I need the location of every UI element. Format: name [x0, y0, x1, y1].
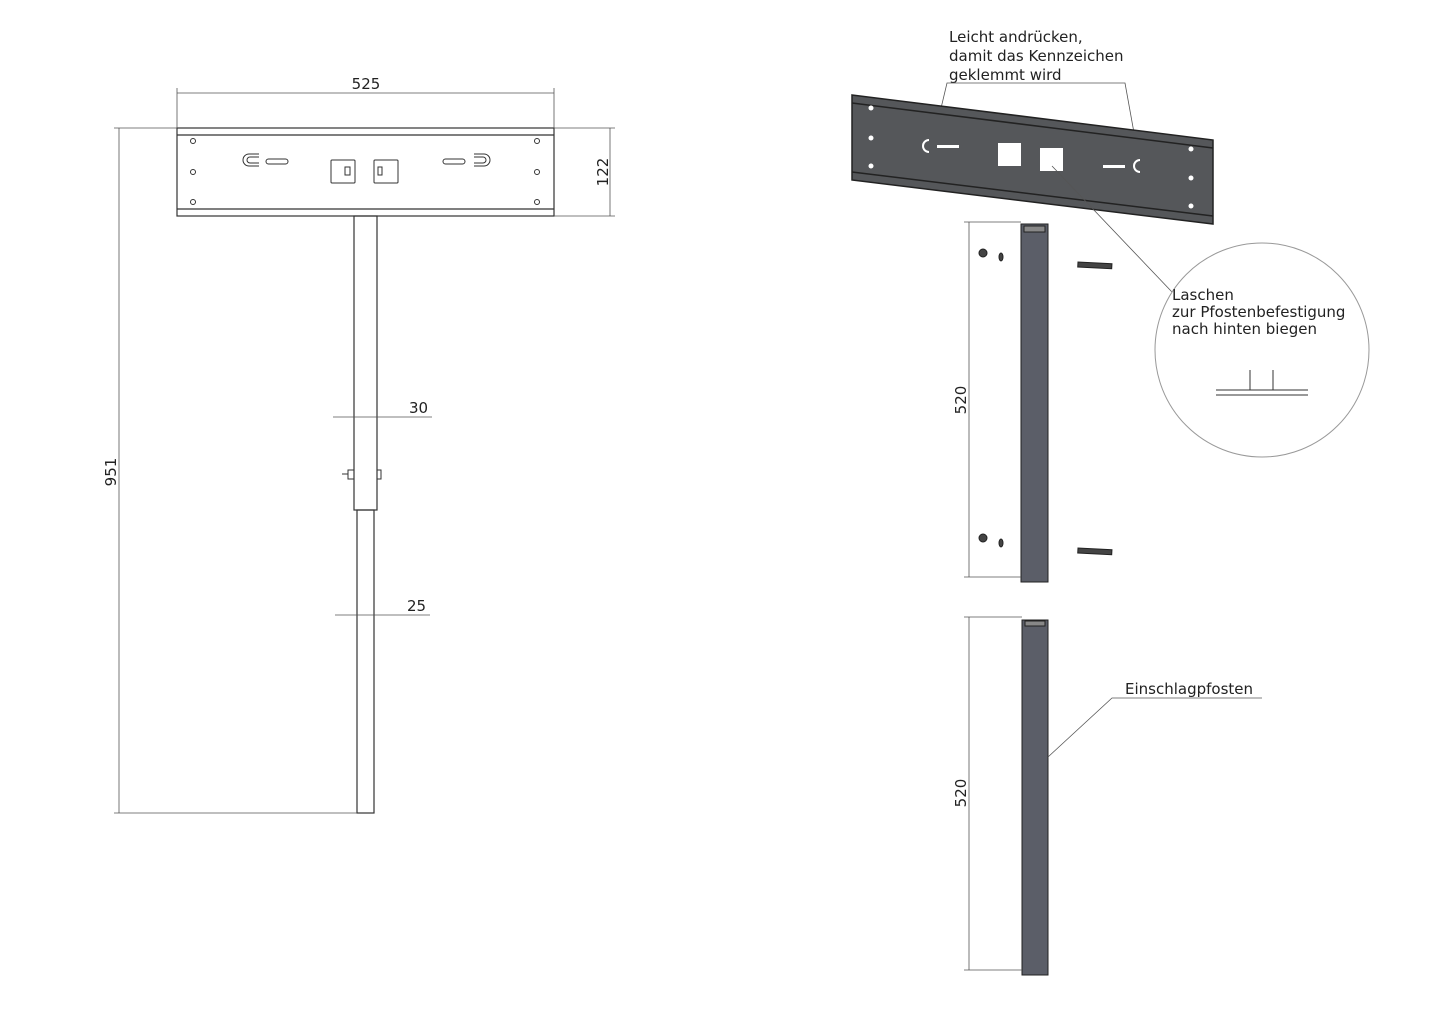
dimension-lower-post-length: 520	[952, 779, 970, 808]
mounting-holes	[190, 138, 540, 205]
note-clamp-line2: damit das Kennzeichen	[949, 47, 1124, 65]
lower-post	[356, 509, 375, 814]
dimension-plate-height: 122	[594, 158, 612, 187]
dimension-lines	[114, 88, 615, 814]
label-einschlagpfosten: Einschlagpfosten	[1125, 680, 1253, 698]
bolts-upper	[978, 248, 1113, 556]
dimension-total-height: 951	[102, 458, 120, 487]
note-clamp-line1: Leicht andrücken,	[949, 28, 1083, 46]
dimension-upper-post: 30	[409, 399, 428, 417]
dimension-width: 525	[352, 75, 381, 93]
exploded-dimension-lines	[964, 221, 1262, 971]
dimension-upper-post-length: 520	[952, 386, 970, 415]
bolt	[342, 469, 382, 480]
dimension-lower-post: 25	[407, 597, 426, 615]
tab-detail-sketch	[1216, 370, 1308, 396]
note-tabs-line3: nach hinten biegen	[1172, 320, 1317, 338]
note-tabs-line2: zur Pfostenbefestigung	[1172, 303, 1345, 321]
upper-post	[353, 215, 378, 511]
lower-post-3d	[1021, 619, 1049, 976]
detail-circle	[1154, 242, 1370, 458]
note-clamp-line3: geklemmt wird	[949, 66, 1062, 84]
license-plate-holder	[851, 94, 1214, 225]
exploded-view: Leicht andrücken, damit das Kennzeichen …	[851, 28, 1370, 976]
upper-post-3d	[1020, 223, 1049, 583]
plate-holes	[868, 105, 1194, 209]
clamp-slots	[242, 153, 491, 184]
note-tabs-line1: Laschen	[1172, 286, 1234, 304]
plate-outline	[176, 127, 555, 217]
front-view: 525 122 951 30 25	[102, 75, 615, 814]
